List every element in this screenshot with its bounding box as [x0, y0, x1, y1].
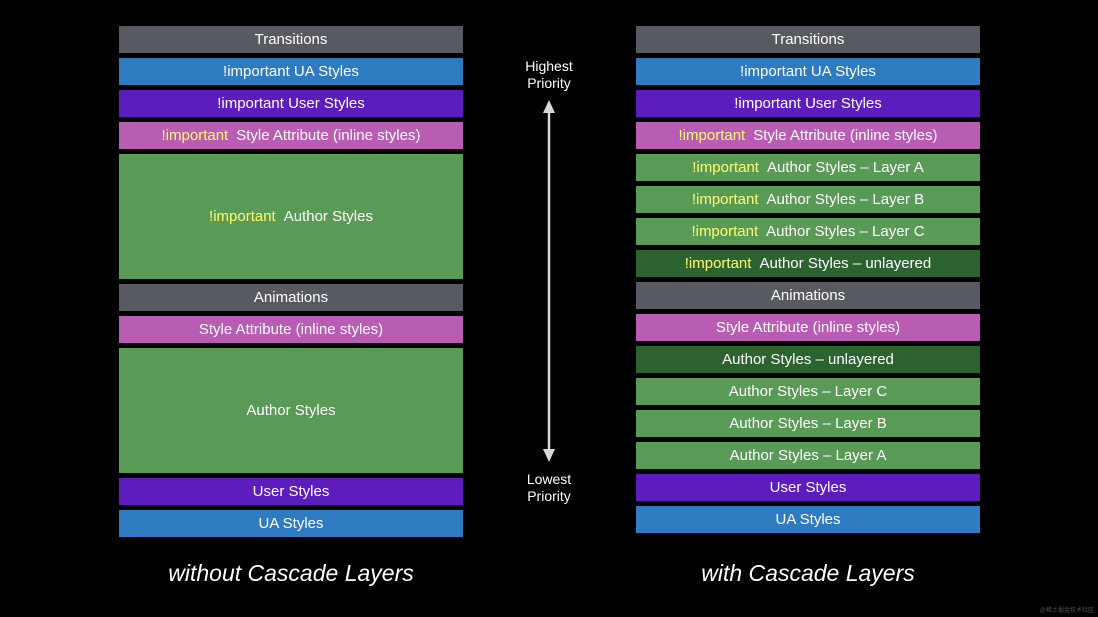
priority-double-arrow-icon	[543, 100, 555, 462]
important-keyword: !important	[691, 223, 759, 240]
block-label: UA Styles	[258, 515, 324, 532]
important-keyword: !important	[692, 159, 759, 176]
cascade-layer-block: !important Style Attribute (inline styles…	[119, 122, 463, 149]
block-label: Author Styles – Layer B	[729, 415, 887, 432]
block-label: !important UA Styles	[740, 63, 876, 80]
block-label: Author Styles – unlayered	[759, 255, 932, 272]
cascade-layer-block: !important Author Styles – unlayered	[636, 250, 980, 277]
important-keyword: !important	[691, 191, 759, 208]
block-label: Style Attribute (inline styles)	[753, 127, 938, 144]
cascade-layer-block: !important Author Styles – Layer B	[636, 186, 980, 213]
cascade-layer-block: !important Author Styles	[119, 154, 463, 279]
block-label: Style Attribute (inline styles)	[198, 321, 384, 338]
block-label: Style Attribute (inline styles)	[236, 127, 421, 144]
caption-with-cascade-layers: with Cascade Layers	[701, 560, 915, 586]
block-label: Author Styles – Layer B	[766, 191, 925, 208]
block-label: Animations	[770, 287, 846, 304]
important-keyword: !important	[161, 127, 229, 144]
block-label: !important User Styles	[217, 95, 365, 112]
important-keyword: !important	[684, 255, 752, 272]
cascade-layer-block: Author Styles – unlayered	[636, 346, 980, 373]
lowest-label-line2: Priority	[527, 488, 571, 504]
cascade-layer-block: !important UA Styles	[119, 58, 463, 85]
block-label: Author Styles – Layer A	[766, 159, 924, 176]
cascade-layer-block: Transitions	[119, 26, 463, 53]
cascade-layer-block: !important Author Styles – Layer A	[636, 154, 980, 181]
cascade-layer-block: Style Attribute (inline styles)	[119, 316, 463, 343]
lowest-label-line1: Lowest	[526, 471, 572, 487]
block-label: Author Styles – Layer A	[729, 447, 887, 464]
cascade-layer-block: Animations	[119, 284, 463, 311]
left-column-without-layers: Transitions !important UA Styles !importan…	[119, 26, 463, 542]
highest-label-line1: Highest	[525, 58, 573, 74]
cascade-layer-block: Style Attribute (inline styles)	[636, 314, 980, 341]
block-label: User Styles	[769, 479, 847, 496]
block-label: Author Styles – Layer C	[728, 383, 888, 400]
important-keyword: !important	[678, 127, 746, 144]
cascade-layer-block: Author Styles – Layer A	[636, 442, 980, 469]
cascade-layer-block: !important Style Attribute (inline styles…	[636, 122, 980, 149]
block-label: Author Styles	[246, 402, 336, 419]
cascade-layer-block: !important User Styles	[636, 90, 980, 117]
cascade-layer-block: UA Styles	[636, 506, 980, 533]
block-label: !important UA Styles	[223, 63, 359, 80]
highest-label-line2: Priority	[527, 75, 571, 91]
highest-priority-label: Highest Priority	[500, 58, 598, 92]
cascade-layer-block: !important UA Styles	[636, 58, 980, 85]
block-label: Animations	[253, 289, 329, 306]
caption-without-cascade-layers: without Cascade Layers	[168, 560, 414, 586]
block-label: User Styles	[252, 483, 330, 500]
block-label: Author Styles	[283, 208, 373, 225]
cascade-layer-block: Author Styles – Layer B	[636, 410, 980, 437]
block-label: Transitions	[254, 31, 328, 48]
block-label: Style Attribute (inline styles)	[715, 319, 901, 336]
block-label: !important User Styles	[734, 95, 882, 112]
cascade-layer-block: Animations	[636, 282, 980, 309]
cascade-layer-block: !important Author Styles – Layer C	[636, 218, 980, 245]
right-column-with-layers: Transitions !important UA Styles !importan…	[636, 26, 980, 538]
block-label: UA Styles	[775, 511, 841, 528]
cascade-layer-block: Author Styles	[119, 348, 463, 473]
cascade-layer-block: Transitions	[636, 26, 980, 53]
block-label: Author Styles – Layer C	[766, 223, 925, 240]
block-label: Author Styles – unlayered	[722, 351, 894, 368]
watermark: @稀土掘金技术社区	[1039, 608, 1094, 614]
important-keyword: !important	[209, 208, 276, 225]
cascade-layer-block: Author Styles – Layer C	[636, 378, 980, 405]
cascade-layer-block: !important User Styles	[119, 90, 463, 117]
cascade-layer-block: UA Styles	[119, 510, 463, 537]
lowest-priority-label: Lowest Priority	[500, 471, 598, 505]
cascade-layer-block: User Styles	[119, 478, 463, 505]
cascade-layer-block: User Styles	[636, 474, 980, 501]
block-label: Transitions	[771, 31, 845, 48]
